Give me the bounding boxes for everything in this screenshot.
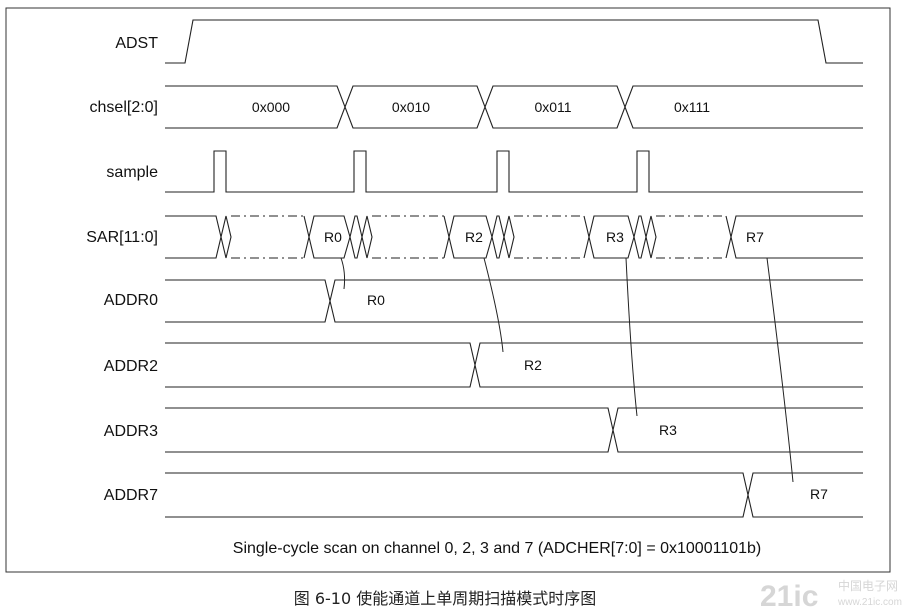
chsel-value-2: 0x011 (534, 99, 571, 115)
sar-value-3: R7 (746, 229, 764, 245)
addr7-value: R7 (810, 486, 828, 502)
addr7-waveform (165, 472, 863, 518)
watermark-logo: 21ic 中国电子网 www.21ic.com (760, 578, 902, 613)
addr2-value: R2 (524, 357, 542, 373)
adst-waveform (165, 19, 863, 64)
diagram-frame (5, 7, 891, 573)
signal-label-addr3: ADDR3 (104, 423, 158, 440)
sar-bus (165, 215, 863, 259)
addr2-waveform (165, 342, 863, 388)
signal-label-addr7: ADDR7 (104, 487, 158, 504)
chsel-value-1: 0x010 (392, 99, 430, 115)
signal-label-adst: ADST (115, 35, 158, 52)
sample-waveform (165, 150, 863, 193)
connector-r2 (483, 257, 504, 353)
addr3-value: R3 (659, 422, 677, 438)
chsel-value-0: 0x000 (252, 99, 290, 115)
sar-value-2: R3 (606, 229, 624, 245)
connector-r3 (625, 257, 638, 417)
signal-label-sar: SAR[11:0] (86, 229, 158, 246)
addr0-value: R0 (367, 292, 385, 308)
chsel-bus (165, 85, 863, 129)
diagram-caption: Single-cycle scan on channel 0, 2, 3 and… (233, 540, 761, 557)
addr0-waveform (165, 279, 863, 323)
svg-text:中国电子网: 中国电子网 (838, 578, 898, 593)
addr3-waveform (165, 407, 863, 453)
signal-label-chsel: chsel[2:0] (90, 99, 158, 116)
chsel-value-3: 0x111 (674, 99, 710, 115)
svg-text:www.21ic.com: www.21ic.com (837, 597, 902, 608)
svg-text:21ic: 21ic (760, 580, 818, 613)
signal-label-sample: sample (106, 164, 158, 181)
sar-value-0: R0 (324, 229, 342, 245)
connector-r7 (766, 257, 794, 483)
sar-value-1: R2 (465, 229, 483, 245)
figure-caption: 图 6-10 使能通道上单周期扫描模式时序图 (294, 589, 597, 608)
signal-label-addr2: ADDR2 (104, 358, 158, 375)
signal-label-addr0: ADDR0 (104, 292, 158, 309)
connector-r0 (340, 257, 346, 290)
